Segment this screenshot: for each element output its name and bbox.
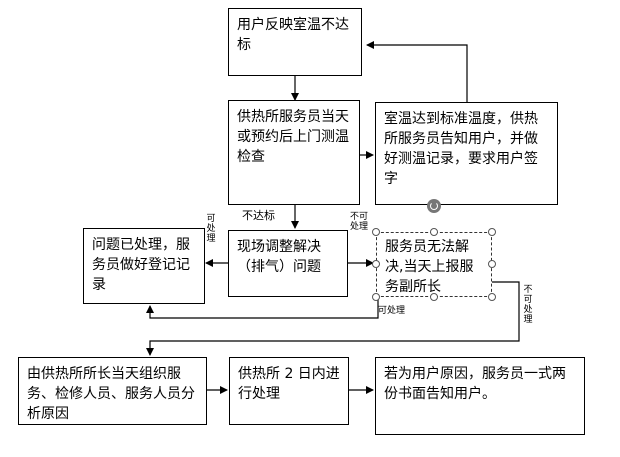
label-can-handle: 可处理	[206, 214, 216, 244]
node-escalate[interactable]: 服务员无法解决,当天上报服务副所长	[376, 232, 492, 297]
node-done-text: 问题已处理，服务员做好登记记录	[92, 237, 190, 293]
node-adjust-text: 现场调整解决（排气）问题	[237, 239, 321, 275]
node-notify: 若为用户原因，服务员一式两份书面告知用户。	[375, 357, 585, 435]
node-notify-text: 若为用户原因，服务员一式两份书面告知用户。	[384, 366, 566, 402]
node-organize-text: 由供热所所长当天组织服务、检修人员、服务人员分析原因	[27, 366, 195, 422]
resize-handle-icon[interactable]	[488, 260, 496, 268]
arrow-escalate-to-organize	[146, 281, 520, 356]
resize-handle-icon[interactable]	[372, 228, 380, 236]
node-done: 问题已处理，服务员做好登记记录	[83, 228, 205, 304]
resize-handle-icon[interactable]	[430, 293, 438, 301]
node-process: 供热所 2 日内进行处理	[229, 357, 349, 425]
resize-handle-icon[interactable]	[372, 260, 380, 268]
label-can-handle-2: 可处理	[378, 306, 406, 316]
arrow-escalate-to-done	[146, 297, 379, 319]
node-escalate-text: 服务员无法解决,当天上报服务副所长	[385, 239, 474, 295]
node-reached: 室温达到标准温度，供热所服务员告知用户，并做好测温记录，要求用户签字	[375, 102, 558, 205]
rotate-handle-icon[interactable]	[427, 199, 441, 213]
node-report: 用户反映室温不达标	[228, 8, 362, 76]
resize-handle-icon[interactable]	[488, 293, 496, 301]
node-inspect: 供热所服务员当天或预约后上门测温检查	[228, 100, 360, 205]
node-reached-text: 室温达到标准温度，供热所服务员告知用户，并做好测温记录，要求用户签字	[384, 111, 538, 187]
node-report-text: 用户反映室温不达标	[237, 17, 349, 53]
resize-handle-icon[interactable]	[372, 293, 380, 301]
label-cannot-handle: 不可处理	[350, 212, 369, 232]
resize-handle-icon[interactable]	[430, 228, 438, 236]
resize-handle-icon[interactable]	[488, 228, 496, 236]
arrow-reached-to-report	[366, 41, 468, 102]
node-inspect-text: 供热所服务员当天或预约后上门测温检查	[237, 109, 349, 165]
label-not-reached: 不达标	[242, 209, 275, 222]
node-process-text: 供热所 2 日内进行处理	[238, 366, 340, 402]
node-organize: 由供热所所长当天组织服务、检修人员、服务人员分析原因	[18, 357, 207, 425]
label-cannot-handle-2: 不可处理	[523, 285, 533, 325]
node-adjust: 现场调整解决（排气）问题	[228, 230, 348, 297]
